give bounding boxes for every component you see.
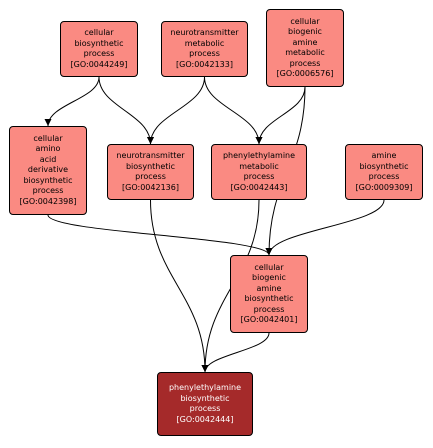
node-line: cellular bbox=[33, 133, 63, 143]
edge-n42401-to-n42444 bbox=[201, 332, 270, 373]
node-line: biosynthetic bbox=[180, 393, 230, 403]
node-line: amine bbox=[371, 151, 397, 160]
node-line: amino bbox=[35, 144, 61, 154]
node-line: derivative bbox=[27, 165, 69, 175]
node-line: phenylethylamine bbox=[222, 151, 296, 160]
node-line: process bbox=[135, 172, 166, 181]
node-line: process bbox=[289, 58, 321, 68]
node-line: biosynthetic bbox=[359, 161, 409, 171]
node-line: cellular bbox=[290, 16, 320, 26]
node-line: process bbox=[253, 304, 285, 314]
node-line: process bbox=[32, 186, 64, 196]
node-line: process bbox=[83, 49, 115, 58]
node-line: biosynthetic bbox=[125, 161, 176, 171]
node-go-id: [GO:0042401] bbox=[240, 315, 298, 324]
node-go-id: [GO:0042444] bbox=[176, 414, 234, 424]
go-node-cellular-amino-acid-derivative-biosynthetic-process[interactable]: cellular amino acid derivative biosynthe… bbox=[9, 126, 87, 215]
go-node-cellular-biogenic-amine-biosynthetic-process[interactable]: cellular biogenic amine biosynthetic pro… bbox=[230, 255, 308, 333]
node-go-id: [GO:0006576] bbox=[276, 69, 334, 78]
node-line: process bbox=[368, 172, 400, 181]
node-line: amine bbox=[256, 283, 282, 293]
edge-n44249-to-n42136 bbox=[98, 76, 154, 145]
node-go-id: [GO:0042133] bbox=[176, 59, 233, 69]
node-line: process bbox=[189, 49, 220, 58]
go-node-cellular-biogenic-amine-metabolic-process[interactable]: cellular biogenic amine metabolic proces… bbox=[266, 9, 344, 87]
go-node-cellular-biosynthetic-process[interactable]: cellular biosynthetic process [GO:004424… bbox=[60, 21, 138, 77]
node-go-id: [GO:0044249] bbox=[70, 59, 128, 69]
node-go-id: [GO:0042443] bbox=[230, 182, 288, 192]
edge-n42398-to-n42401 bbox=[47, 214, 273, 256]
edge-n42133-to-n42443 bbox=[204, 76, 263, 145]
node-line: metabolic bbox=[285, 48, 325, 57]
node-line: metabolic bbox=[184, 38, 225, 48]
go-node-neurotransmitter-metabolic-process[interactable]: neurotransmitter metabolic process [GO:0… bbox=[161, 21, 248, 77]
node-line: biosynthetic bbox=[23, 175, 73, 185]
node-line: biosynthetic bbox=[74, 38, 124, 48]
go-node-phenylethylamine-metabolic-process[interactable]: phenylethylamine metabolic process [GO:0… bbox=[211, 144, 307, 200]
node-go-id: [GO:0009309] bbox=[355, 182, 413, 192]
edge-n42133-to-n42136 bbox=[147, 76, 205, 145]
go-node-phenylethylamine-biosynthetic-process[interactable]: phenylethylamine biosynthetic process [G… bbox=[157, 372, 253, 436]
node-line: neurotransmitter bbox=[170, 28, 239, 37]
node-line: biogenic bbox=[288, 27, 322, 36]
node-line: cellular bbox=[254, 262, 284, 272]
node-line: process bbox=[243, 172, 275, 181]
node-line: biogenic bbox=[252, 273, 286, 282]
edge-n9309-to-n42401 bbox=[265, 199, 385, 256]
node-line: metabolic bbox=[239, 161, 279, 171]
node-go-id: [GO:0042398] bbox=[19, 196, 77, 206]
node-line: cellular bbox=[84, 28, 114, 37]
node-line: acid bbox=[39, 154, 57, 164]
node-line: amine bbox=[292, 37, 318, 47]
node-line: biosynthetic bbox=[244, 294, 294, 303]
node-line: process bbox=[189, 404, 221, 413]
edge-n44249-to-n42398 bbox=[44, 76, 100, 127]
edge-n42136-to-n42444 bbox=[150, 199, 209, 373]
node-line: phenylethylamine bbox=[168, 383, 242, 392]
node-line: neurotransmitter bbox=[116, 151, 185, 160]
edge-n6576-to-n42443 bbox=[255, 86, 306, 145]
node-go-id: [GO:0042136] bbox=[122, 182, 179, 192]
go-node-neurotransmitter-biosynthetic-process[interactable]: neurotransmitter biosynthetic process [G… bbox=[107, 144, 194, 200]
go-node-amine-biosynthetic-process[interactable]: amine biosynthetic process [GO:0009309] bbox=[345, 144, 423, 200]
